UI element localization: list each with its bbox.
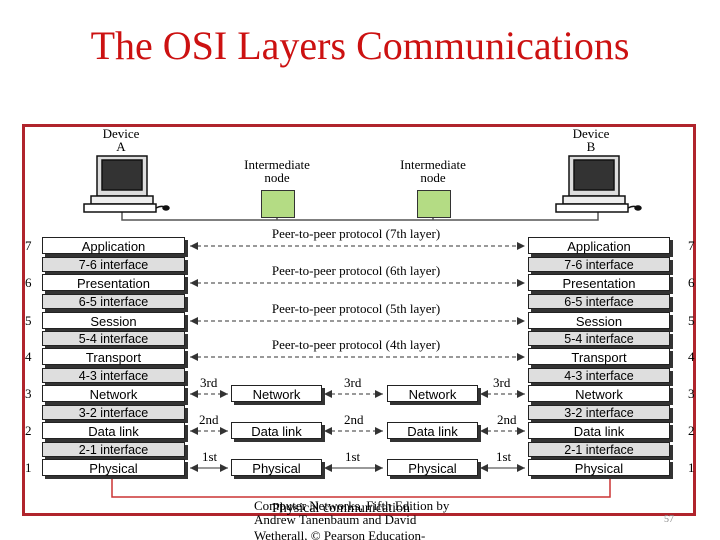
credit-line-1: Computer Networks, Fifth Edition by	[254, 498, 450, 513]
layer-number-6-right: 6	[688, 275, 695, 290]
device-b-interface-5-4: 5-4 interface	[528, 331, 670, 346]
hop-2nd-b: 2nd	[344, 412, 364, 427]
intermediate-node-1-line2: node	[264, 170, 290, 185]
device-a-line1: Device	[102, 126, 140, 141]
layer-number-1-right: 1	[688, 460, 695, 475]
device-b-network: Network	[528, 385, 670, 402]
device-a-data-link: Data link	[42, 422, 185, 439]
page-number: 57	[664, 514, 674, 525]
device-b-line2: B	[586, 139, 596, 154]
device-b-interface-6-5: 6-5 interface	[528, 294, 670, 309]
computer-b-icon	[555, 155, 642, 213]
node-1-network: Network	[231, 385, 322, 402]
device-b-data-link: Data link	[528, 422, 670, 439]
hop-2nd-a: 2nd	[199, 412, 219, 427]
device-a-session: Session	[42, 312, 185, 329]
intermediate-node-2-line1: Intermediate	[400, 157, 466, 172]
layer-number-1-left: 1	[25, 460, 32, 475]
layer-number-7-right: 7	[688, 238, 695, 253]
device-b-application: Application	[528, 237, 670, 254]
node-1-data-link: Data link	[231, 422, 322, 439]
device-a-label: Device A	[95, 127, 147, 153]
device-b-label: Device B	[565, 127, 617, 153]
intermediate-node-1-line1: Intermediate	[244, 157, 310, 172]
layer-number-3-left: 3	[25, 386, 32, 401]
intermediate-node-2-line2: node	[420, 170, 446, 185]
device-a-interface-7-6: 7-6 interface	[42, 257, 185, 272]
hop-3rd-a: 3rd	[200, 375, 218, 390]
credit-line-2: Andrew Tanenbaum and David	[254, 512, 417, 527]
intermediate-node-1-label: Intermediate node	[232, 158, 322, 184]
peer-protocol-7: Peer-to-peer protocol (7th layer)	[271, 226, 441, 241]
layer-number-4-right: 4	[688, 349, 695, 364]
device-b-physical: Physical	[528, 459, 670, 476]
device-a-network: Network	[42, 385, 185, 402]
device-a-interface-6-5: 6-5 interface	[42, 294, 185, 309]
device-b-interface-3-2: 3-2 interface	[528, 405, 670, 420]
credit-line-3: Wetherall, © Pearson Education-	[254, 529, 426, 540]
device-a-interface-3-2: 3-2 interface	[42, 405, 185, 420]
device-a-transport: Transport	[42, 348, 185, 365]
hop-3rd-b: 3rd	[344, 375, 362, 390]
layer-number-2-right: 2	[688, 423, 695, 438]
slide-title: The OSI Layers Communications	[90, 23, 630, 68]
peer-protocol-6: Peer-to-peer protocol (6th layer)	[271, 263, 441, 278]
layer-number-4-left: 4	[25, 349, 32, 364]
layer-number-2-left: 2	[25, 423, 32, 438]
device-a-interface-2-1: 2-1 interface	[42, 442, 185, 457]
device-a-application: Application	[42, 237, 185, 254]
device-b-interface-4-3: 4-3 interface	[528, 368, 670, 383]
hop-3rd-c: 3rd	[493, 375, 511, 390]
device-a-presentation: Presentation	[42, 274, 185, 291]
device-b-presentation: Presentation	[528, 274, 670, 291]
device-b-transport: Transport	[528, 348, 670, 365]
device-a-interface-5-4: 5-4 interface	[42, 331, 185, 346]
physical-communication-label: Physical communication	[272, 501, 411, 516]
layer-number-7-left: 7	[25, 238, 32, 253]
computer-a-icon	[83, 155, 170, 213]
layer-number-5-right: 5	[688, 313, 695, 328]
node-2-physical: Physical	[387, 459, 478, 476]
device-a-physical: Physical	[42, 459, 185, 476]
hop-1st-a: 1st	[202, 449, 218, 464]
layer-number-3-right: 3	[688, 386, 695, 401]
device-b-session: Session	[528, 312, 670, 329]
layer-number-6-left: 6	[25, 275, 32, 290]
device-a-line2: A	[116, 139, 126, 154]
intermediate-node-1	[261, 190, 295, 218]
intermediate-node-2	[417, 190, 451, 218]
layer-number-5-left: 5	[25, 313, 32, 328]
hop-1st-c: 1st	[496, 449, 512, 464]
intermediate-node-2-label: Intermediate node	[388, 158, 478, 184]
node-2-data-link: Data link	[387, 422, 478, 439]
peer-protocol-5: Peer-to-peer protocol (5th layer)	[271, 301, 441, 316]
device-b-interface-2-1: 2-1 interface	[528, 442, 670, 457]
node-1-physical: Physical	[231, 459, 322, 476]
device-a-interface-4-3: 4-3 interface	[42, 368, 185, 383]
peer-protocol-4: Peer-to-peer protocol (4th layer)	[271, 337, 441, 352]
hop-1st-b: 1st	[345, 449, 361, 464]
device-b-line1: Device	[572, 126, 610, 141]
hop-2nd-c: 2nd	[497, 412, 517, 427]
device-b-interface-7-6: 7-6 interface	[528, 257, 670, 272]
node-2-network: Network	[387, 385, 478, 402]
